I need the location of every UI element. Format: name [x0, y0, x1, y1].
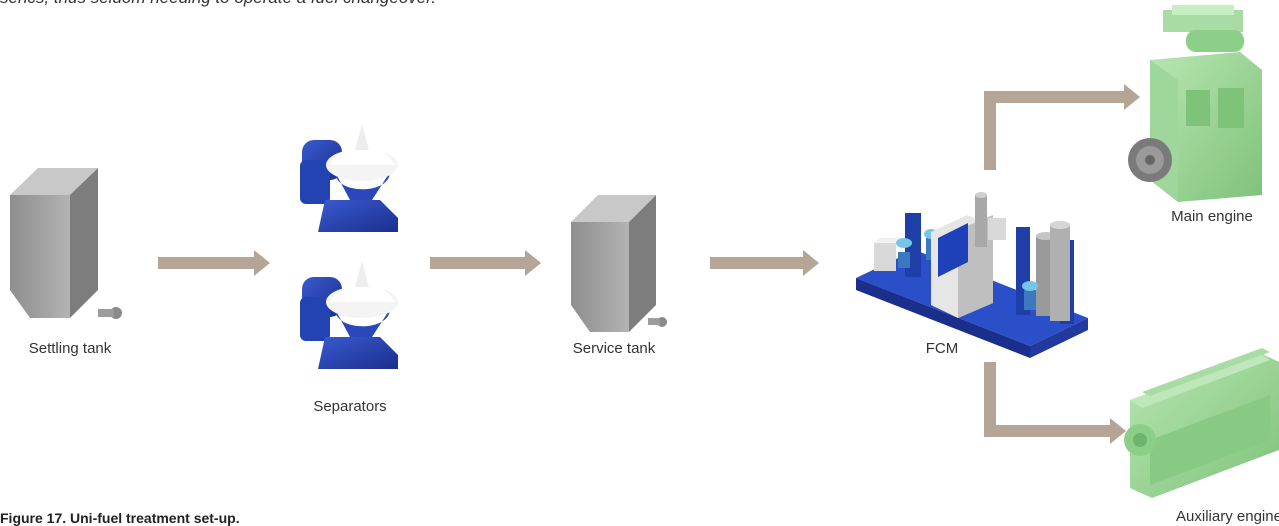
arrow-fcm-to-auxiliary-engine — [984, 362, 1126, 444]
fcm-label: FCM — [925, 340, 959, 357]
figure-caption: Figure 17. Uni-fuel treatment set-up. — [0, 510, 240, 526]
auxiliary-engine-label: Auxiliary engine — [1176, 508, 1279, 525]
fcm-module-icon — [856, 192, 1088, 358]
settling-tank-label: Settling tank — [28, 340, 112, 357]
service-tank-label: Service tank — [572, 340, 656, 357]
service-tank-icon — [571, 195, 667, 332]
intro-text: sencs, thus seldom needing to operate a … — [0, 0, 436, 8]
arrow-fcm-to-main-engine — [984, 84, 1140, 170]
settling-tank-icon — [10, 168, 122, 319]
separator-top-icon — [300, 124, 398, 232]
main-engine-icon — [1128, 5, 1262, 202]
separators-label: Separators — [313, 398, 387, 415]
auxiliary-engine-icon — [1124, 348, 1279, 498]
arrow-settling-to-separators — [158, 250, 270, 276]
arrow-service-to-fcm — [710, 250, 819, 276]
main-engine-label: Main engine — [1171, 208, 1253, 225]
arrow-separators-to-service — [430, 250, 541, 276]
separator-bottom-icon — [300, 261, 398, 369]
